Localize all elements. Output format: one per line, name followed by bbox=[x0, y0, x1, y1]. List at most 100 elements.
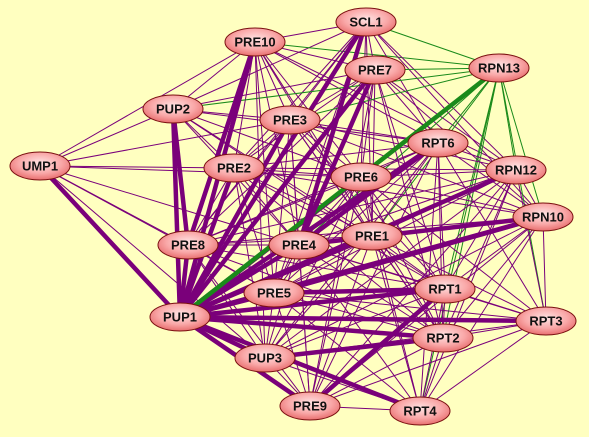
node-label: PRE5 bbox=[257, 286, 291, 301]
node-ellipse bbox=[335, 7, 397, 37]
node-ellipse bbox=[412, 323, 474, 353]
edge-rpt2-pre9 bbox=[309, 337, 444, 407]
node-ellipse bbox=[407, 128, 469, 158]
edge-pre7-rpt1 bbox=[374, 69, 446, 290]
edge-pre2-pre5 bbox=[233, 167, 275, 294]
node-ellipse bbox=[259, 105, 321, 135]
edge-rpn12-rpt3 bbox=[515, 169, 547, 322]
edge-scl1-rpn12 bbox=[365, 21, 517, 171]
edge-rpn13-pre3 bbox=[289, 67, 500, 121]
edge-pup1-scl1 bbox=[177, 19, 369, 320]
edge-pre5-pre9 bbox=[273, 292, 311, 407]
node-scl1[interactable]: SCL1 bbox=[335, 7, 397, 37]
node-ellipse bbox=[341, 221, 403, 251]
node-ellipse bbox=[149, 302, 211, 332]
node-ellipse bbox=[142, 94, 204, 124]
node-rpt3[interactable]: RPT3 bbox=[515, 306, 577, 336]
node-pre3[interactable]: PRE3 bbox=[259, 105, 321, 135]
node-label: RPN13 bbox=[478, 61, 520, 76]
node-ellipse bbox=[389, 396, 451, 426]
node-rpt2[interactable]: RPT2 bbox=[412, 323, 474, 353]
node-ellipse bbox=[468, 53, 530, 83]
edge-pre5-rpt3 bbox=[273, 292, 547, 322]
node-pup1[interactable]: PUP1 bbox=[149, 302, 211, 332]
node-pre8[interactable]: PRE8 bbox=[157, 230, 219, 260]
node-ump1[interactable]: UMP1 bbox=[9, 151, 71, 181]
node-ellipse bbox=[330, 162, 392, 192]
node-label: RPN12 bbox=[495, 163, 537, 178]
node-ellipse bbox=[9, 151, 71, 181]
node-ellipse bbox=[512, 202, 574, 232]
edge-rpt6-rpt2 bbox=[437, 142, 444, 339]
edge-pre10-rpn12 bbox=[254, 41, 517, 171]
node-pup2[interactable]: PUP2 bbox=[142, 94, 204, 124]
edge-rpn13-rpt1 bbox=[444, 67, 500, 290]
node-label: PRE10 bbox=[234, 35, 275, 50]
node-rpt1[interactable]: RPT1 bbox=[414, 274, 476, 304]
edge-pre6-pre8 bbox=[187, 176, 362, 246]
node-pre4[interactable]: PRE4 bbox=[268, 230, 330, 260]
edge-rpn10-pup3 bbox=[264, 216, 544, 359]
edge-pre4-rpt6 bbox=[296, 140, 441, 248]
edge-rpn10-rpt3 bbox=[542, 216, 547, 322]
edge-rpt6-rpt1 bbox=[437, 142, 446, 290]
node-rpt4[interactable]: RPT4 bbox=[389, 396, 451, 426]
edge-pre2-rpt1 bbox=[233, 167, 446, 290]
edge-rpn13-rpn10 bbox=[498, 67, 544, 218]
node-pre7[interactable]: PRE7 bbox=[344, 55, 406, 85]
edge-scl1-rpn10 bbox=[365, 21, 544, 218]
node-label: RPT3 bbox=[529, 314, 562, 329]
edge-pup1-pre7 bbox=[177, 67, 378, 320]
node-pre1[interactable]: PRE1 bbox=[341, 221, 403, 251]
edge-pre9-rpt1 bbox=[307, 286, 448, 409]
node-rpt6[interactable]: RPT6 bbox=[407, 128, 469, 158]
node-rpn13[interactable]: RPN13 bbox=[468, 53, 530, 83]
edge-pup1-rpn13 bbox=[177, 65, 502, 320]
node-ellipse bbox=[203, 153, 265, 183]
edge-rpt1-pup3 bbox=[264, 288, 446, 359]
node-label: PRE7 bbox=[358, 63, 392, 78]
node-label: RPT1 bbox=[428, 282, 461, 297]
edge-pre8-pup2 bbox=[170, 106, 191, 248]
edge-rpn13-pup2 bbox=[172, 67, 500, 110]
edge-pre6-rpt3 bbox=[360, 176, 547, 322]
node-label: RPT2 bbox=[426, 331, 459, 346]
edge-pre4-rpn10 bbox=[296, 214, 546, 248]
node-label: PRE1 bbox=[355, 229, 389, 244]
node-pre6[interactable]: PRE6 bbox=[330, 162, 392, 192]
node-label: PRE2 bbox=[217, 161, 251, 176]
node-pre5[interactable]: PRE5 bbox=[243, 278, 305, 308]
node-label: RPT4 bbox=[403, 404, 437, 419]
node-label: PUP2 bbox=[156, 102, 190, 117]
node-ellipse bbox=[268, 230, 330, 260]
edge-pup1-rpt2 bbox=[177, 314, 446, 341]
edge-pre4-rpt4 bbox=[298, 244, 421, 412]
edge-rpt3-pre9 bbox=[309, 320, 547, 407]
node-pre2[interactable]: PRE2 bbox=[203, 153, 265, 183]
node-label: PRE6 bbox=[344, 170, 378, 185]
edge-pre10-rpn13 bbox=[254, 41, 500, 69]
node-pre9[interactable]: PRE9 bbox=[279, 391, 341, 421]
edge-pre5-rpn10 bbox=[271, 214, 546, 296]
node-pup3[interactable]: PUP3 bbox=[234, 343, 296, 373]
node-label: PRE3 bbox=[273, 113, 307, 128]
edge-pre2-rpt2 bbox=[233, 167, 444, 339]
node-pre10[interactable]: PRE10 bbox=[224, 27, 286, 57]
edge-ump1-pre6 bbox=[39, 165, 362, 178]
edge-pre2-rpn10 bbox=[233, 167, 544, 218]
node-rpn10[interactable]: RPN10 bbox=[512, 202, 574, 232]
node-ellipse bbox=[243, 278, 305, 308]
node-rpn12[interactable]: RPN12 bbox=[485, 155, 547, 185]
node-ellipse bbox=[224, 27, 286, 57]
node-label: PRE4 bbox=[282, 238, 317, 253]
node-label: PRE8 bbox=[171, 238, 205, 253]
edge-rpn12-rpt2 bbox=[442, 169, 517, 339]
edge-pre8-pre10 bbox=[185, 39, 258, 248]
node-ellipse bbox=[234, 343, 296, 373]
edge-ump1-pre2 bbox=[39, 165, 235, 169]
edge-pre5-rpt4 bbox=[273, 292, 421, 412]
edge-pup1-ump1 bbox=[37, 163, 183, 320]
edge-ump1-pre3 bbox=[39, 119, 291, 167]
edge-ump1-pup3 bbox=[39, 165, 266, 359]
